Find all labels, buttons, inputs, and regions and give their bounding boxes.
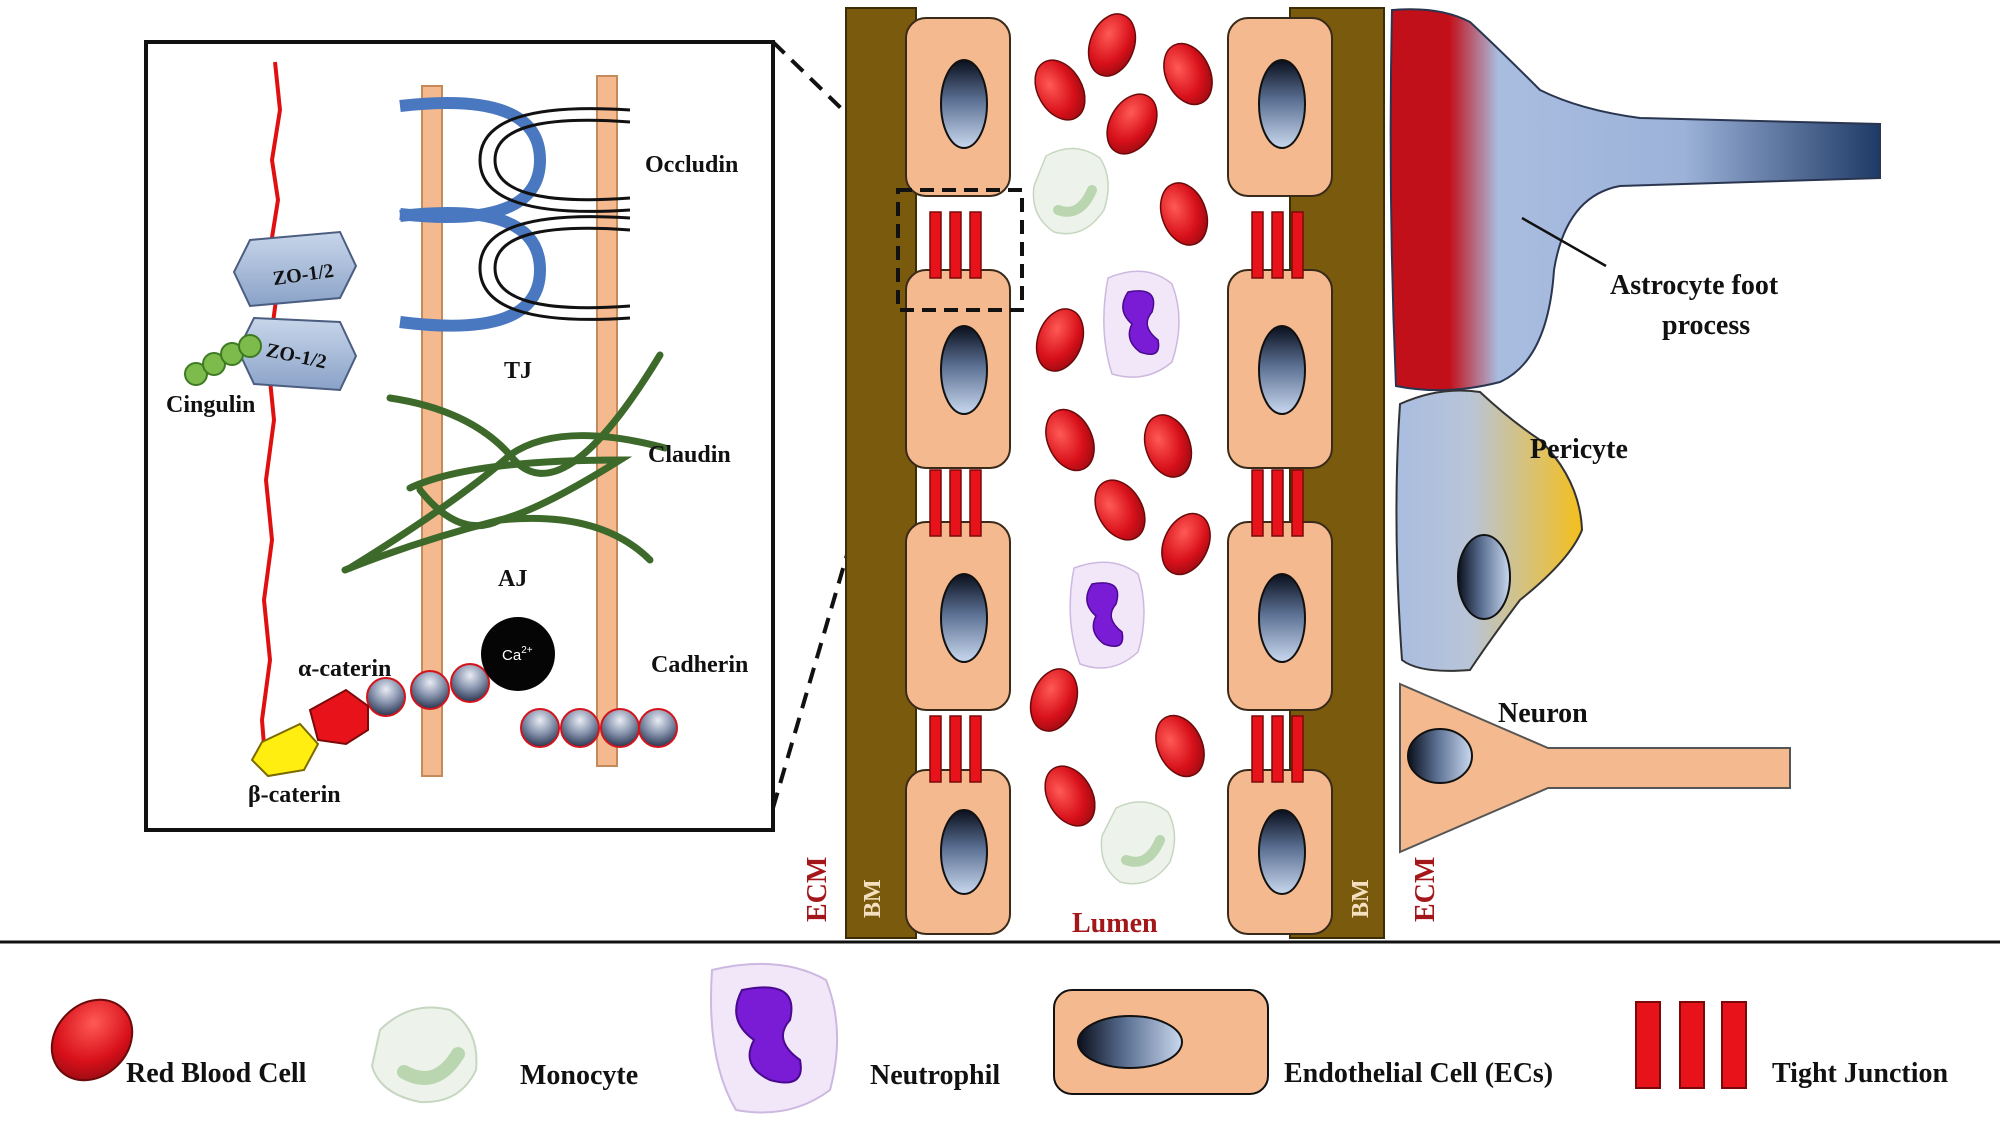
bm-left-label: BM (860, 879, 886, 918)
pericyte-nucleus (1457, 534, 1511, 620)
tight-junctions-right (1251, 211, 1304, 783)
cingulin-protein (184, 334, 262, 386)
monocyte-lumen-bottom (1100, 801, 1176, 885)
membrane-left (421, 85, 443, 777)
legend-rbc-label: Red Blood Cell (126, 1058, 307, 1089)
astrocyte-label-line1: Astrocyte foot (1610, 270, 1779, 301)
neuron-nucleus (1407, 728, 1473, 784)
zoom-region-box (896, 188, 1024, 312)
legend-monocyte-label: Monocyte (520, 1060, 638, 1091)
alpha-catenin-shape (308, 688, 369, 746)
occludin-label: Occludin (645, 152, 738, 178)
endothelial-column-right (1227, 17, 1333, 935)
zo-1-2-bottom: ZO-1/2 (236, 316, 358, 392)
bm-right-label: BM (1348, 879, 1374, 918)
ecm-right-label: ECM (1410, 857, 1441, 922)
legend-rbc-icon (50, 998, 134, 1082)
legend-tight-junction-icon (1635, 1001, 1747, 1089)
claudin-protein (341, 351, 669, 574)
neuron-label: Neuron (1498, 698, 1588, 729)
astrocyte-label-line2: process (1662, 310, 1750, 341)
neutrophil-lumen-bottom (1069, 561, 1145, 669)
tj-label: TJ (504, 358, 532, 384)
occludin-protein (399, 97, 631, 332)
neuron-cell: Neuron (1399, 682, 1791, 854)
legend-neutrophil-icon (710, 962, 839, 1114)
red-blood-cells (1029, 13, 1213, 827)
calcium-label: Ca2+ (502, 645, 533, 664)
cadherin-protein (366, 663, 678, 748)
beta-catenin-label: β-caterin (248, 782, 341, 808)
aj-label: AJ (498, 566, 527, 592)
claudin-label: Claudin (648, 442, 731, 468)
legend-tight-junction-label: Tight Junction (1772, 1058, 1949, 1089)
legend-endothelial-icon (1053, 989, 1269, 1095)
neutrophil-lumen-top (1103, 270, 1180, 378)
vessel-cross-section: ECM BM Lumen BM ECM (802, 7, 1441, 939)
actin-filament (259, 61, 283, 771)
monocyte-lumen-top (1032, 147, 1109, 235)
astrocyte-pointer-line (1521, 216, 1607, 268)
alpha-catenin-label: α-caterin (298, 656, 391, 682)
cadherin-label: Cadherin (651, 652, 748, 678)
endothelial-column-left (905, 17, 1011, 935)
astrocyte-foot-process: Astrocyte foot process (1389, 8, 1881, 392)
legend-endothelial-label: Endothelial Cell (ECs) (1284, 1058, 1553, 1089)
pericyte-cell: Pericyte (1395, 389, 1628, 672)
legend: Red Blood Cell Monocyte Neutrophil Endot… (50, 962, 1949, 1114)
tight-junctions-left (929, 211, 982, 783)
legend-neutrophil-label: Neutrophil (870, 1060, 1000, 1091)
lumen-label: Lumen (1072, 908, 1158, 939)
legend-monocyte-icon (370, 1006, 478, 1104)
beta-catenin-shape (250, 722, 320, 778)
calcium-ion (481, 617, 555, 691)
ecm-left-label: ECM (802, 857, 833, 922)
pericyte-label: Pericyte (1530, 434, 1628, 465)
basement-membrane-left (845, 7, 917, 939)
cingulin-label: Cingulin (166, 392, 255, 418)
zo-1-2-top: ZO-1/2 (232, 230, 358, 308)
tight-junction-inset: ZO-1/2 ZO-1/2 Cingulin Ca2+ (144, 40, 922, 832)
